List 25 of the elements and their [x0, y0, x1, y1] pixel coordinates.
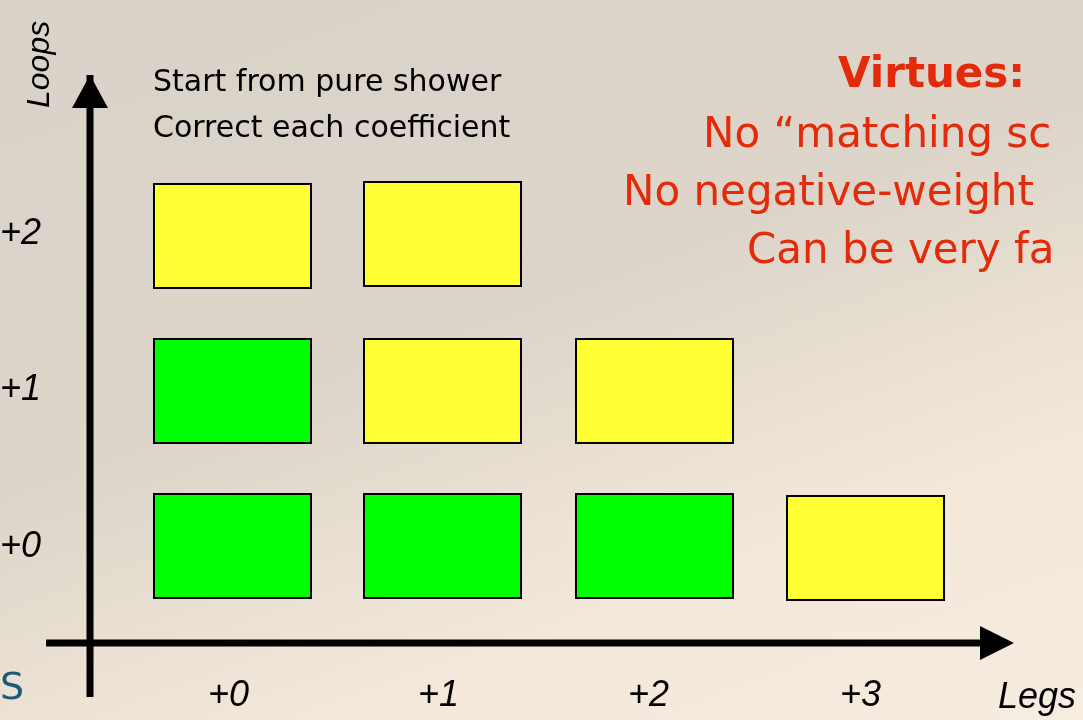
grid-box	[363, 181, 522, 287]
grid-box	[153, 338, 312, 444]
virtue-text: Can be very fa	[747, 228, 1055, 270]
grid-box	[575, 338, 734, 444]
axis-title: Loops	[22, 20, 54, 108]
grid-box	[363, 493, 522, 599]
tick-label: +2	[628, 676, 670, 712]
tick-label: +1	[418, 676, 460, 712]
tick-label: +2	[0, 214, 42, 250]
grid-box	[153, 183, 312, 289]
grid-box	[575, 493, 734, 599]
tick-label: +0	[0, 527, 42, 563]
tick-label: +1	[0, 370, 42, 406]
virtue-text: No negative-weight	[623, 170, 1034, 212]
note-text: Correct each coefficient	[153, 112, 511, 142]
grid-box	[786, 495, 945, 601]
grid-box	[363, 338, 522, 444]
grid-box	[153, 493, 312, 599]
side-text: S	[0, 667, 25, 705]
tick-label: +0	[208, 676, 250, 712]
note-text: Start from pure shower	[153, 66, 502, 96]
virtue-text: No “matching sc	[703, 112, 1052, 154]
axis-title: Legs	[998, 678, 1077, 714]
tick-label: +3	[840, 676, 882, 712]
heading: Virtues:	[838, 52, 1026, 94]
